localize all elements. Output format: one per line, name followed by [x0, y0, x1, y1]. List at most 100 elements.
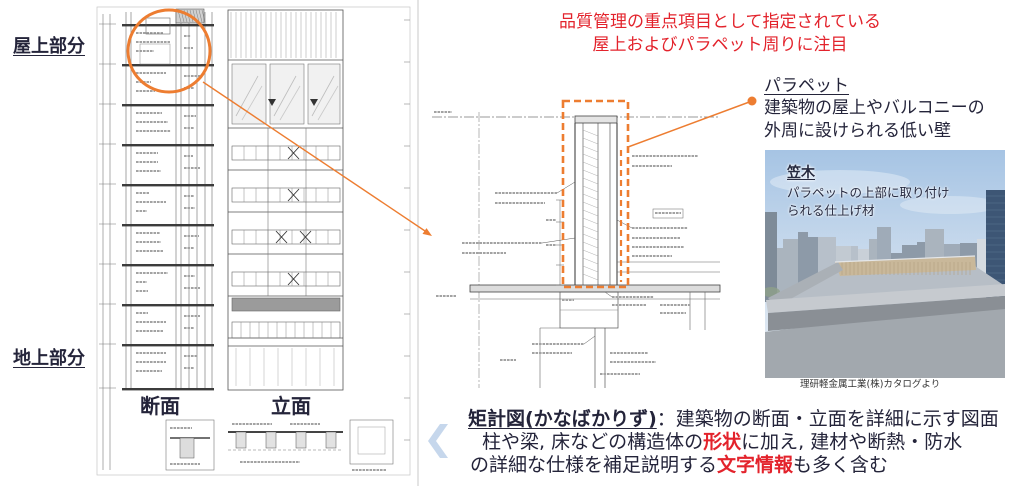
cross-mark	[275, 230, 288, 244]
coping-edge	[834, 255, 976, 263]
building-facade	[765, 302, 1005, 378]
city-building	[798, 232, 808, 300]
insulation-hatch	[582, 201, 599, 209]
window-band	[231, 271, 341, 287]
elevation-outline	[227, 9, 344, 391]
window-band	[231, 145, 341, 161]
roof-highlight-circle	[126, 8, 212, 94]
parapet-description-line-2: 外周に設けられる低い壁	[764, 121, 951, 141]
definition-line-1: 矩計図(かなばかりず)：建築物の断面・立面を詳細に示す図面	[468, 408, 999, 431]
highlight-text-info: 文字情報	[717, 454, 794, 476]
floor-slab	[122, 144, 214, 147]
detail-box	[349, 419, 394, 465]
glass-panel	[269, 63, 305, 125]
hatch-line	[201, 9, 206, 23]
parapet-description-line-1: 建築物の屋上やバルコニーの	[764, 98, 985, 118]
insulation-hatch	[582, 193, 599, 201]
pile	[235, 431, 247, 449]
definition-line-3-before: の詳細な仕様を補足説明する	[470, 454, 718, 476]
insulation-hatch	[582, 233, 599, 241]
glass-reflection	[279, 85, 301, 121]
floor-slab	[122, 24, 214, 27]
parapet-term: パラペット	[764, 76, 849, 96]
definition-line-2-after: に加え, 建材や断熱・防水	[741, 431, 963, 453]
coping-description-line-2: られる仕上げ材	[787, 203, 875, 218]
insulation-hatch	[582, 249, 599, 257]
cloud	[900, 196, 1000, 214]
leader-line	[556, 181, 576, 194]
insulation-hatch	[582, 145, 599, 153]
hatch-line	[195, 9, 200, 23]
detail-box	[165, 419, 215, 471]
gray-band	[231, 297, 341, 312]
leader-line	[604, 291, 613, 298]
parapet-highlight-outer	[561, 99, 630, 289]
insulation-hatch	[582, 185, 599, 193]
pile	[265, 431, 277, 449]
drawing-box	[179, 437, 195, 459]
section-view-label: 断面	[138, 394, 182, 418]
leader-line	[616, 219, 633, 229]
coping-term: 笠木	[787, 165, 815, 181]
callout-arrow-head	[422, 228, 432, 236]
insulation-hatch	[582, 153, 599, 161]
drawing-box	[145, 17, 171, 35]
roof-slab	[469, 284, 721, 293]
tall-building	[986, 190, 1005, 302]
floor-slab	[122, 64, 214, 67]
headline-line-1: 品質管理の重点項目として指定されている	[559, 12, 881, 32]
section-drawing	[96, 6, 411, 476]
front-coping	[766, 284, 1005, 313]
front-parapet-face	[768, 296, 1005, 331]
cross-mark	[287, 146, 300, 160]
coping-description-line-1: パラペットの上部に取り付け	[787, 185, 950, 200]
insulation-hatch	[582, 273, 599, 281]
floor-slab	[122, 388, 214, 391]
insulation-hatch	[582, 217, 599, 225]
drawing-sheet-frame	[96, 6, 411, 476]
pile	[325, 431, 337, 449]
foundation-details	[165, 419, 394, 471]
parapet-detail-drawing	[432, 111, 721, 388]
hatch-line	[198, 9, 203, 23]
floor-slab	[122, 104, 214, 107]
definition-text: ：建築物の断面・立面を詳細に示す図面	[656, 408, 999, 430]
level-marker	[268, 99, 276, 106]
insulation-hatch	[582, 257, 599, 265]
insulation-hatch	[582, 225, 599, 233]
leader-line	[583, 335, 596, 345]
photo-credit: 理研軽金属工業(株)カタログより	[800, 379, 941, 390]
parapet-callout-line	[627, 100, 753, 148]
insulation-hatch	[582, 177, 599, 185]
parapet-callout-dot	[747, 96, 757, 106]
insulation-hatch	[582, 169, 599, 177]
elevation-view-label: 立面	[269, 394, 313, 418]
pile	[295, 431, 307, 449]
glass-reflection	[273, 75, 297, 117]
side-parapet	[768, 262, 843, 307]
callout-arrow-line	[202, 81, 429, 234]
city-building	[808, 237, 818, 300]
insulation-hatch	[582, 161, 599, 169]
window-band	[231, 187, 341, 203]
rooftop-photo	[765, 150, 1005, 378]
insulation-hatch	[582, 241, 599, 249]
floor-slab	[122, 224, 214, 227]
definition-line-3: の詳細な仕様を補足説明する文字情報も多く含む	[470, 454, 888, 477]
roof-section-label: 屋上部分	[13, 36, 85, 57]
parapet-coping	[574, 115, 618, 124]
window-band	[231, 229, 341, 245]
glass-panel	[231, 63, 267, 125]
ground-section-label: 地上部分	[13, 348, 85, 369]
insulation-hatch	[582, 137, 599, 145]
floor-slab	[122, 304, 214, 307]
elevation-drawing	[227, 9, 344, 391]
headline-line-2: 屋上およびパラペット周りに注目	[592, 35, 848, 55]
floor-slab	[122, 184, 214, 187]
floor-slab	[122, 264, 214, 267]
glass-reflection	[317, 85, 339, 121]
highlight-shape: 形状	[703, 431, 742, 453]
definition-line-2-before: 柱や梁, 床などの構造体の	[482, 431, 704, 453]
